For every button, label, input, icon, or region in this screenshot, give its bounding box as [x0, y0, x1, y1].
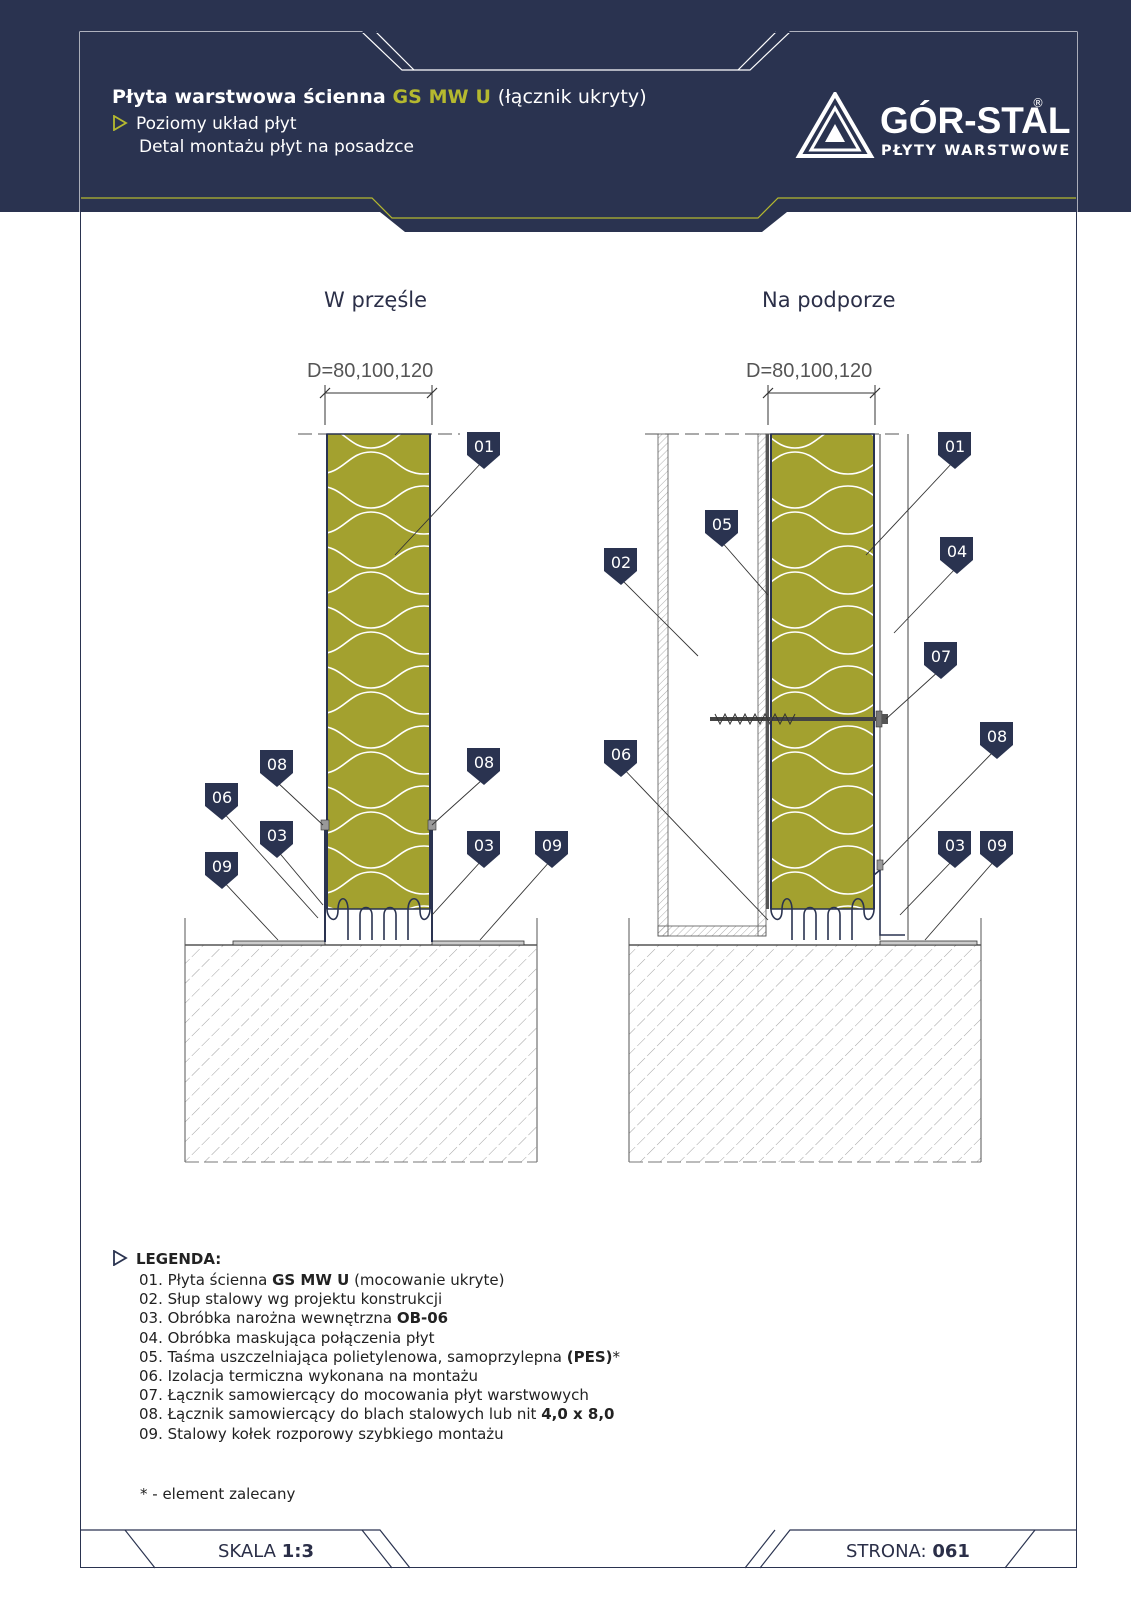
logo-tagline: PŁYTY WARSTWOWE [881, 143, 1071, 159]
svg-text:03: 03 [945, 836, 965, 855]
callout-left-01: 01 [467, 432, 500, 469]
callout-tags: 01 08 06 03 09 08 03 09 01 05 02 04 07 0… [205, 432, 1013, 889]
legend-item: 08. Łącznik samowiercący do blach stalow… [139, 1405, 620, 1424]
callout-right-03: 03 [938, 831, 971, 868]
svg-text:03: 03 [267, 826, 287, 845]
svg-text:03: 03 [474, 836, 494, 855]
title-suffix: (łącznik ukryty) [497, 86, 647, 108]
legend-item: 06. Izolacja termiczna wykonana na monta… [139, 1367, 620, 1386]
logo-name: GÓR-STAL [880, 100, 1071, 141]
svg-text:08: 08 [474, 753, 494, 772]
legend-item-suffix: * [612, 1347, 621, 1366]
logo-registered-mark: ® [1032, 96, 1044, 110]
legend-item: 01. Płyta ścienna GS MW U (mocowanie ukr… [139, 1271, 620, 1290]
legend-items: 01. Płyta ścienna GS MW U (mocowanie ukr… [112, 1271, 620, 1444]
triangle-bullet-icon [113, 115, 128, 131]
svg-text:09: 09 [542, 836, 562, 855]
svg-text:02: 02 [611, 553, 631, 572]
legend-item-text: 04. Obróbka maskująca połączenia płyt [139, 1328, 435, 1347]
legend: LEGENDA: 01. Płyta ścienna GS MW U (moco… [112, 1250, 620, 1444]
product-code: GS MW U [392, 86, 491, 108]
svg-text:09: 09 [987, 836, 1007, 855]
legend-item-suffix: (mocowanie ukryte) [349, 1271, 505, 1289]
callout-left-09a: 09 [205, 852, 238, 889]
triangle-bullet-icon [113, 1250, 128, 1266]
svg-text:06: 06 [212, 788, 232, 807]
callout-left-09b: 09 [535, 831, 568, 868]
leader-lines [220, 461, 996, 941]
legend-title: LEGENDA: [112, 1250, 620, 1268]
right-view [628, 385, 982, 1163]
page-number: STRONA: 061 [846, 1541, 970, 1562]
legend-item-bold: GS MW U [272, 1271, 350, 1289]
scale-label: SKALA 1:3 [218, 1541, 314, 1562]
legend-note: * - element zalecany [140, 1485, 296, 1503]
scale-value: 1:3 [281, 1541, 314, 1562]
title-prefix: Płyta warstwowa ścienna [112, 86, 386, 108]
callout-right-07: 07 [924, 642, 957, 679]
subtitle-layout: Poziomy układ płyt [112, 114, 647, 134]
page-frame [80, 32, 1077, 1568]
callout-right-02: 02 [604, 548, 637, 585]
legend-item-text: 02. Słup stalowy wg projektu konstrukcji [139, 1290, 443, 1309]
callout-left-03a: 03 [260, 821, 293, 858]
legend-title-text: LEGENDA: [136, 1250, 222, 1268]
legend-item-text: 06. Izolacja termiczna wykonana na monta… [139, 1367, 479, 1386]
callout-left-03b: 03 [467, 831, 500, 868]
legend-item-bold: (PES) [566, 1347, 613, 1366]
legend-item: 04. Obróbka maskująca połączenia płyt [139, 1329, 620, 1348]
svg-text:07: 07 [931, 647, 951, 666]
document-title: Płyta warstwowa ścienna GS MW U (łącznik… [112, 86, 647, 108]
legend-item: 03. Obróbka narożna wewnętrzna OB-06 [139, 1309, 620, 1328]
view-title-span: W przęśle [324, 288, 428, 312]
page-label-text: STRONA: [846, 1541, 927, 1562]
view-title-support: Na podporze [762, 288, 896, 312]
callout-right-09: 09 [980, 831, 1013, 868]
svg-text:08: 08 [987, 727, 1007, 746]
legend-item: 09. Stalowy kołek rozporowy szybkiego mo… [139, 1425, 620, 1444]
technical-drawing: 01 08 06 03 09 08 03 09 01 05 02 04 07 0… [184, 385, 1013, 1163]
left-view [184, 385, 538, 1163]
callout-right-08: 08 [980, 722, 1013, 759]
legend-item: 02. Słup stalowy wg projektu konstrukcji [139, 1290, 620, 1309]
legend-item-text: 07. Łącznik samowiercący do mocowania pł… [139, 1386, 589, 1405]
legend-item-bold: OB-06 [396, 1309, 449, 1328]
legend-item: 07. Łącznik samowiercący do mocowania pł… [139, 1386, 620, 1405]
callout-right-04: 04 [940, 537, 973, 574]
svg-text:04: 04 [947, 542, 967, 561]
callout-right-06: 06 [604, 740, 637, 777]
legend-item-text: 05. Taśma uszczelniająca polietylenowa, … [139, 1347, 567, 1366]
svg-text:09: 09 [212, 857, 232, 876]
gorstal-logo-icon [795, 92, 875, 158]
callout-left-08a: 08 [260, 750, 293, 787]
callout-left-06: 06 [205, 783, 238, 820]
scale-label-text: SKALA [218, 1541, 276, 1562]
legend-item-bold: 4,0 x 8,0 [541, 1405, 615, 1424]
svg-text:01: 01 [474, 437, 494, 456]
svg-text:06: 06 [611, 745, 631, 764]
legend-item-text: 09. Stalowy kołek rozporowy szybkiego mo… [139, 1424, 504, 1443]
subtitle-1: Poziomy układ płyt [136, 114, 297, 134]
legend-item-text: 03. Obróbka narożna wewnętrzna [139, 1309, 397, 1328]
header-band [0, 0, 1131, 212]
svg-text:05: 05 [712, 515, 732, 534]
callout-right-01: 01 [938, 432, 971, 469]
callout-left-08b: 08 [467, 748, 500, 785]
svg-text:01: 01 [945, 437, 965, 456]
legend-item-text: 01. Płyta ścienna [139, 1271, 273, 1289]
callout-right-05: 05 [705, 510, 738, 547]
subtitle-2: Detal montażu płyt na posadzce [139, 137, 415, 157]
legend-item-text: 08. Łącznik samowiercący do blach stalow… [139, 1405, 542, 1424]
dimension-label-left: D=80,100,120 [307, 360, 434, 382]
legend-item: 05. Taśma uszczelniająca polietylenowa, … [139, 1348, 620, 1367]
title-block: Płyta warstwowa ścienna GS MW U (łącznik… [112, 86, 647, 157]
page-value: 061 [932, 1541, 970, 1562]
dimension-label-right: D=80,100,120 [746, 360, 873, 382]
svg-text:08: 08 [267, 755, 287, 774]
